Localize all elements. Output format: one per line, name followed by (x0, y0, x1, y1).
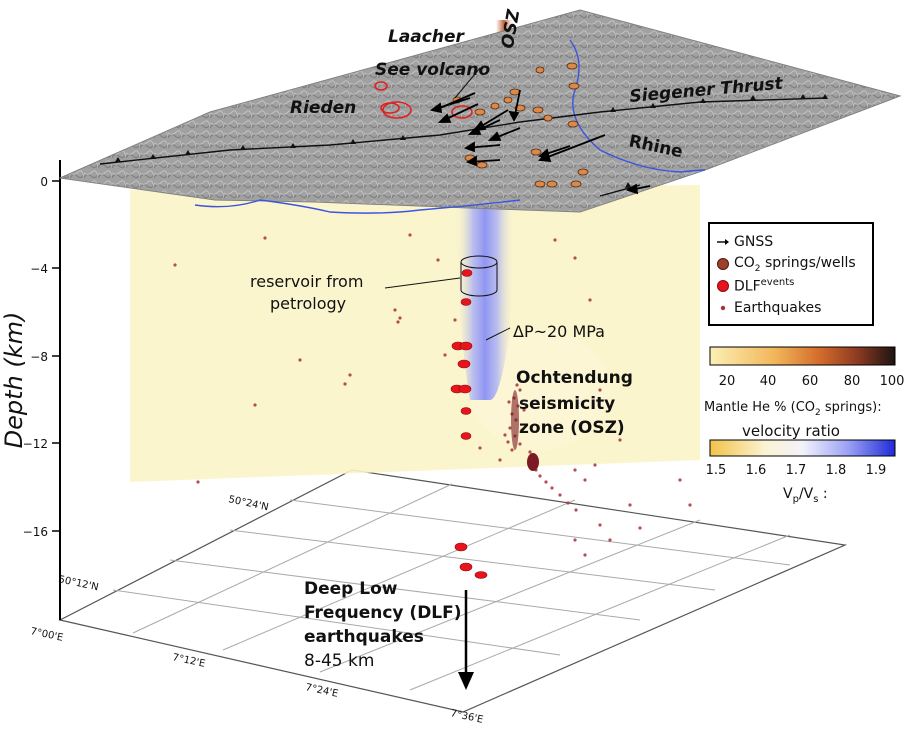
earthquake-dot-icon (716, 301, 730, 315)
osz-label-1: Ochtendung (516, 368, 633, 388)
vel-label-slash: /V (799, 486, 814, 502)
thrust-teeth (115, 94, 828, 162)
dlf-event-icon (716, 279, 730, 293)
vel-tick-17: 1.7 (786, 463, 807, 478)
legend-co2-prefix: CO (734, 254, 755, 271)
legend-dlf-sup: events (760, 277, 795, 289)
depth-axis-title: Depth (km) (0, 312, 28, 449)
see-volcano-leader (454, 67, 481, 99)
legend-co2-suffix: springs/wells (760, 254, 856, 271)
he-label-sub: 2 (815, 408, 821, 418)
depth-tick-0: 0 (40, 175, 48, 189)
lon-label-4: 7°36'E (449, 708, 484, 726)
colorbar-he: 20 40 60 80 100 Mantle He % (CO2 springs… (704, 346, 905, 418)
legend-row-co2: CO2 springs/wells (716, 254, 856, 274)
depth-axis: 0 −4 −8 −12 −16 Depth (km) (0, 160, 61, 620)
vel-label-s: s (813, 494, 818, 505)
reservoir-cylinder (384, 255, 498, 297)
pressure-label: ΔP~20 MPa (513, 322, 605, 341)
depth-tick-12: −12 (23, 437, 48, 451)
reservoir-label-2: petrology (270, 294, 346, 313)
label-rieden: Rieden (290, 98, 356, 118)
legend-earthquakes-label: Earthquakes (734, 300, 822, 316)
osz-cluster (511, 390, 539, 471)
dlf-label-2: Frequency (DLF) (304, 603, 462, 623)
legend-dlf-text: DLF (734, 278, 761, 295)
lon-label-2: 7°12'E (171, 652, 206, 670)
legend-co2-label: CO2 springs/wells (734, 255, 856, 274)
co2-spring-icon (716, 257, 730, 271)
lat-label-2: 50°24'N (227, 494, 269, 513)
dlf-label-3: earthquakes (304, 627, 424, 647)
legend-row-dlf: DLFevents (716, 276, 794, 296)
lon-label-3: 7°24'E (304, 682, 339, 700)
legend-row-earthquakes: Earthquakes (716, 298, 821, 318)
section-annotations: reservoir from petrology ΔP~20 MPa Ochte… (250, 272, 633, 671)
dlf-depth-label: 8-45 km (304, 651, 374, 671)
he-tick-60: 60 (802, 374, 819, 389)
osz-label-2: seismicity (519, 394, 615, 414)
depth-tick-4: −4 (30, 262, 48, 276)
base-grid (58, 469, 848, 713)
label-laacher: Laacher (388, 27, 465, 47)
he-tick-80: 80 (844, 374, 861, 389)
vel-tick-15: 1.5 (706, 463, 727, 478)
vel-label-colon: : (818, 486, 827, 502)
legend-gnss-label: GNSS (734, 234, 774, 250)
label-see-volcano: See volcano (375, 60, 490, 80)
he-tick-20: 20 (719, 374, 736, 389)
osz-label-3: zone (OSZ) (519, 418, 625, 438)
he-label: Mantle He % (CO2 springs): (704, 400, 882, 418)
velocity-label: Vp/Vs : (783, 486, 828, 505)
velocity-title: velocity ratio (742, 422, 840, 440)
river-rhine (569, 39, 706, 173)
legend-co2-sub: 2 (754, 263, 761, 274)
legend-dlf-label: DLFevents (734, 277, 794, 295)
dlf-events (450, 269, 488, 579)
gnss-arrows (429, 89, 651, 195)
he-label-suffix: springs): (821, 400, 882, 415)
volcano-rings (374, 81, 473, 119)
dlf-label-1: Deep Low (304, 579, 398, 599)
vel-tick-19: 1.9 (866, 463, 887, 478)
reservoir-label-1: reservoir from (250, 272, 363, 291)
vel-tick-18: 1.8 (826, 463, 847, 478)
he-tick-40: 40 (760, 374, 777, 389)
earthquake-dots (173, 233, 692, 557)
he-tick-100: 100 (880, 374, 905, 389)
lat-label-1: 50°12'N (57, 574, 99, 593)
legend-row-gnss: GNSS (716, 232, 773, 252)
vel-tick-16: 1.6 (746, 463, 767, 478)
depth-tick-8: −8 (30, 350, 48, 364)
dlf-depth-arrow (458, 590, 474, 690)
he-label-prefix: Mantle He % (CO (704, 400, 815, 415)
terrain-surface (58, 9, 902, 214)
pressure-leader (485, 327, 511, 341)
river-lower (194, 199, 521, 214)
legend: GNSS CO2 springs/wells DLFevents Earthqu… (708, 222, 874, 326)
colorbar-velocity: velocity ratio 1.5 1.6 1.7 1.8 1.9 Vp/Vs… (706, 422, 896, 505)
depth-tick-16: −16 (23, 525, 48, 539)
vel-label-p: p (793, 494, 799, 505)
vel-label-v: V (783, 486, 793, 502)
lon-label-1: 7°00'E (29, 626, 64, 644)
gnss-arrow-icon (716, 238, 730, 246)
